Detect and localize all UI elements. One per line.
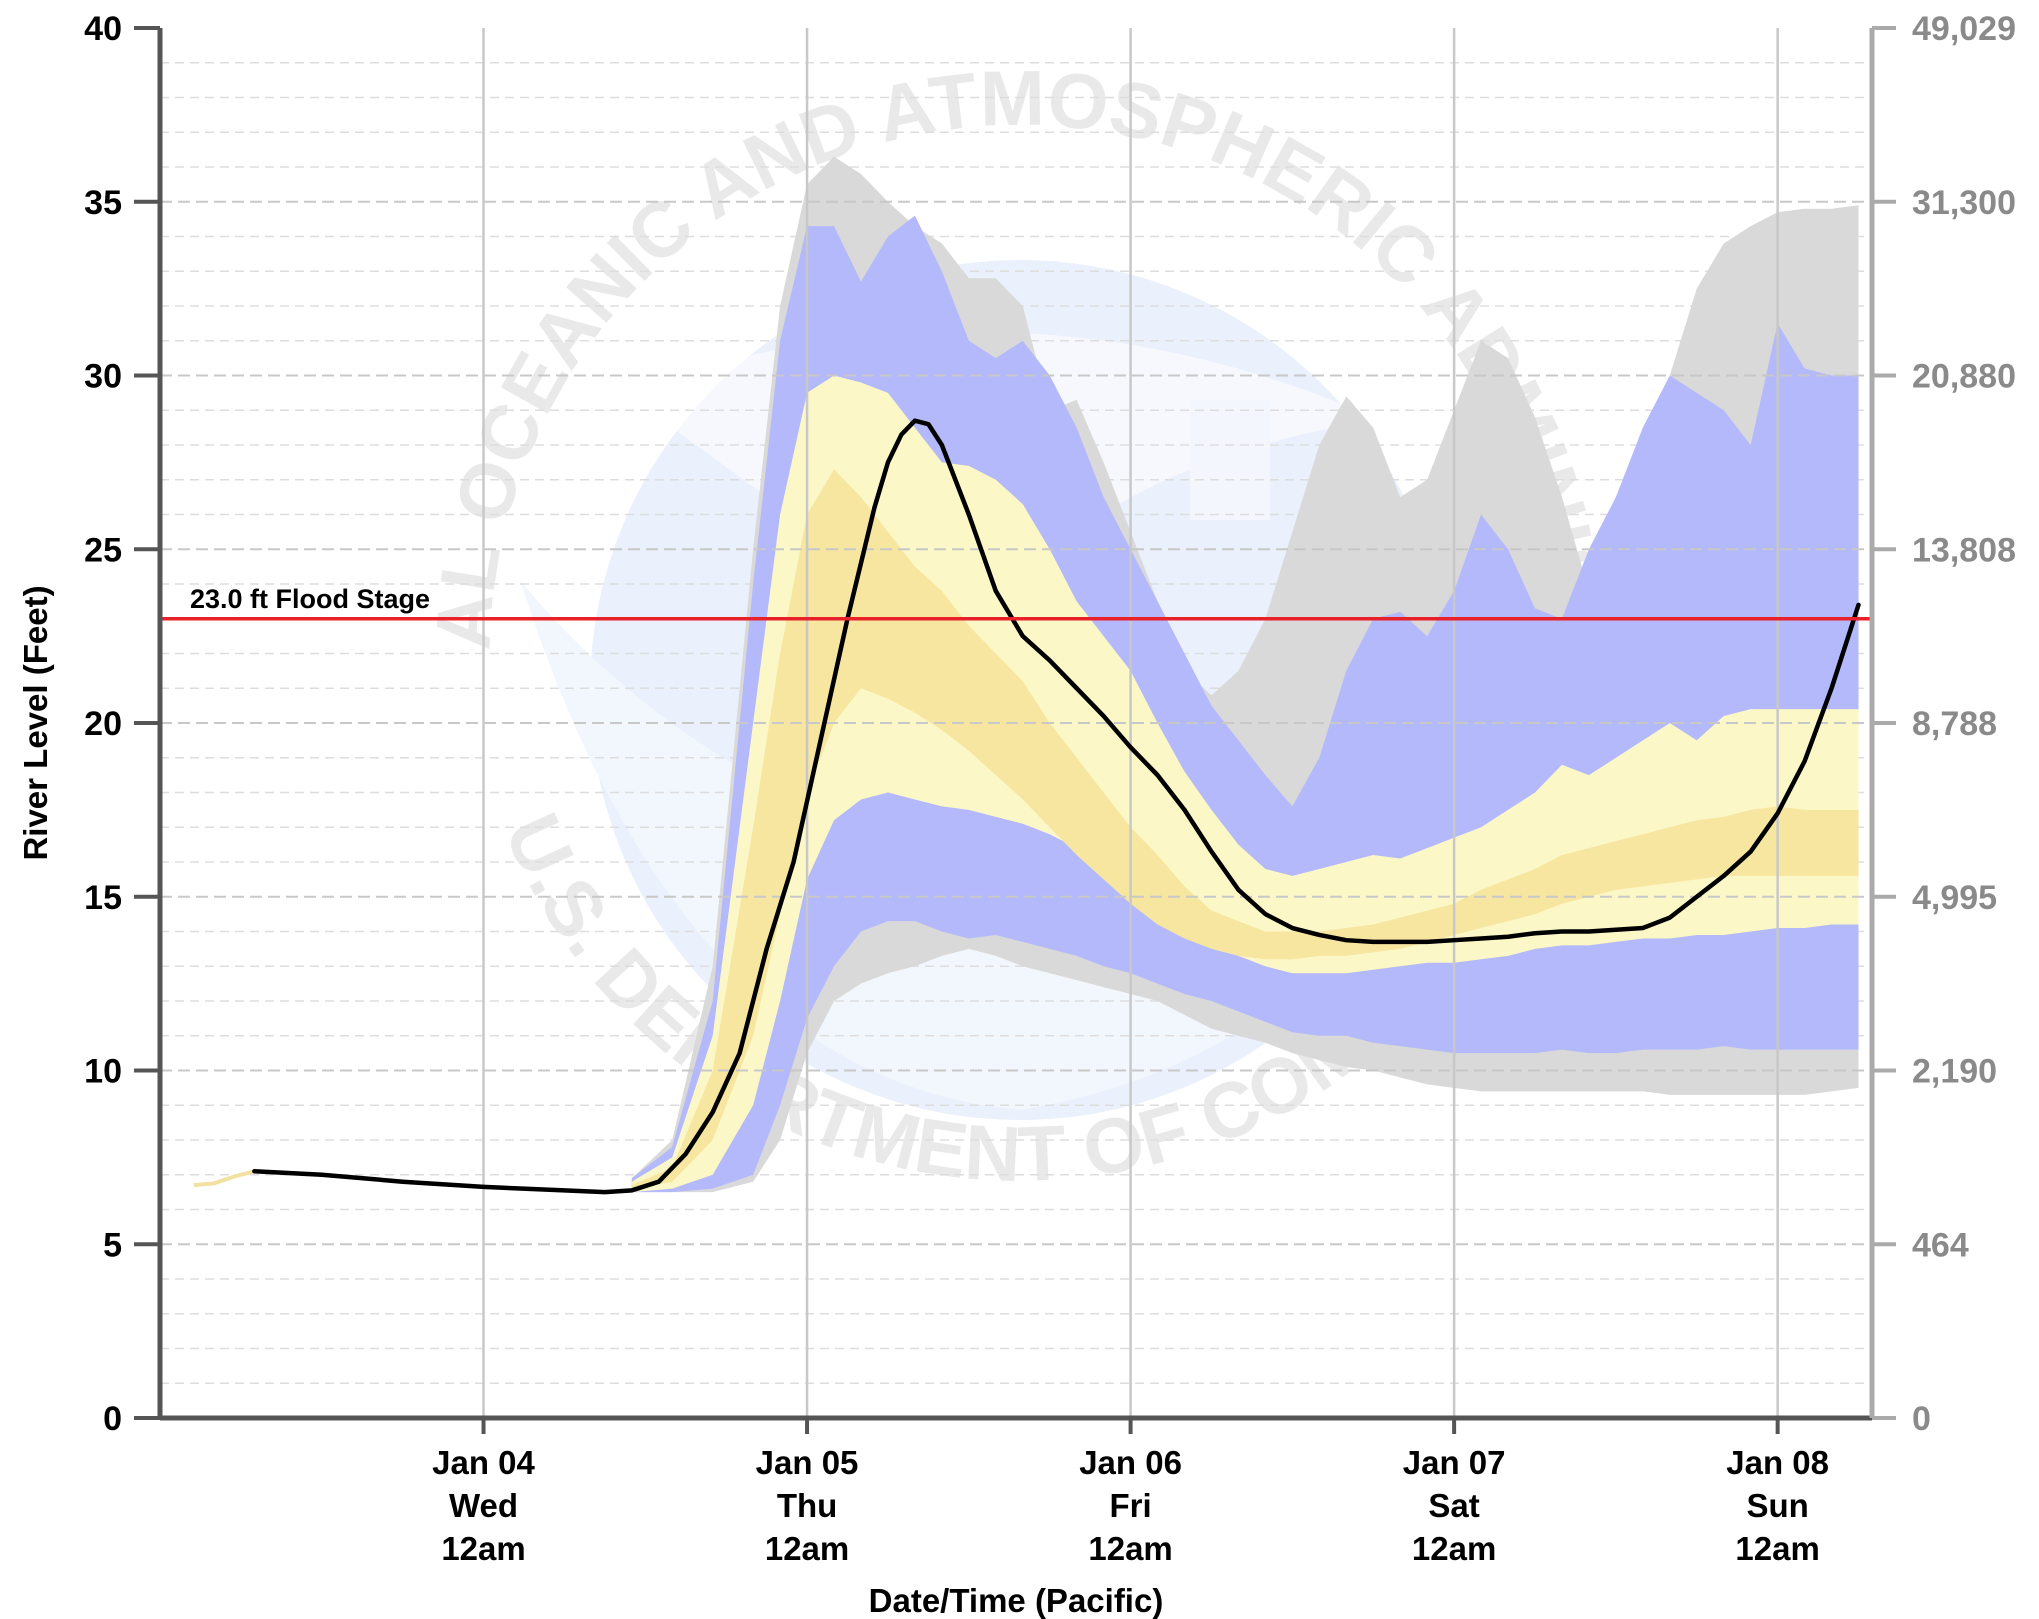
yellow-band [631,375,1859,1193]
x-tick-label: Jan 08 [1726,1444,1829,1481]
x-tick-label: Fri [1109,1487,1151,1524]
x-tick-label: Wed [449,1487,518,1524]
right-tick-label: 4,995 [1912,879,1997,917]
left-tick-label: 0 [103,1400,122,1438]
forecast-line [252,418,1861,1195]
right-tick-label: 464 [1912,1226,1969,1264]
x-tick-label: Jan 07 [1403,1444,1506,1481]
flood-stage-label: 23.0 ft Flood Stage [190,584,430,614]
y-axis-title: River Level (Feet) [17,585,54,860]
observed-line [193,1169,255,1188]
x-tick-label: Thu [777,1487,837,1524]
x-tick-label: 12am [765,1530,849,1567]
x-tick-label: Sat [1428,1487,1479,1524]
x-tick-label: 12am [1088,1530,1172,1567]
x-tick-label: Jan 06 [1079,1444,1182,1481]
x-tick-label: 12am [1412,1530,1496,1567]
x-tick-label: 12am [1735,1530,1819,1567]
x-tick-label: Jan 05 [756,1444,859,1481]
left-tick-label: 30 [84,358,122,396]
left-tick-label: 10 [84,1053,122,1091]
left-tick-label: 5 [103,1226,122,1264]
right-tick-label: 8,788 [1912,705,1997,743]
x-axis-title: Date/Time (Pacific) [869,1582,1164,1619]
right-tick-label: 49,029 [1912,10,2016,48]
hydrograph-lines [193,418,1861,1195]
x-tick-label: Jan 04 [432,1444,535,1481]
left-tick-label: 15 [84,879,122,917]
left-tick-label: 40 [84,10,122,48]
orange-band [631,469,1859,1189]
x-tick-label: Sun [1746,1487,1808,1524]
right-tick-label: 2,190 [1912,1053,1997,1091]
x-tick-label: 12am [441,1530,525,1567]
major-gridlines [160,28,1872,1418]
right-tick-label: 31,300 [1912,184,2016,222]
left-tick-label: 35 [84,184,122,222]
flood-stage: 23.0 ft Flood Stage [160,584,1872,621]
right-tick-label: 20,880 [1912,358,2016,396]
left-tick-label: 20 [84,705,122,743]
right-tick-label: 13,808 [1912,531,2016,569]
tick-labels: 0 5 10 15 20 25 30 35 40 0 464 2,190 4,995 8,788 13,80… [84,10,2016,1567]
left-tick-label: 25 [84,531,122,569]
right-tick-label: 0 [1912,1400,1931,1438]
